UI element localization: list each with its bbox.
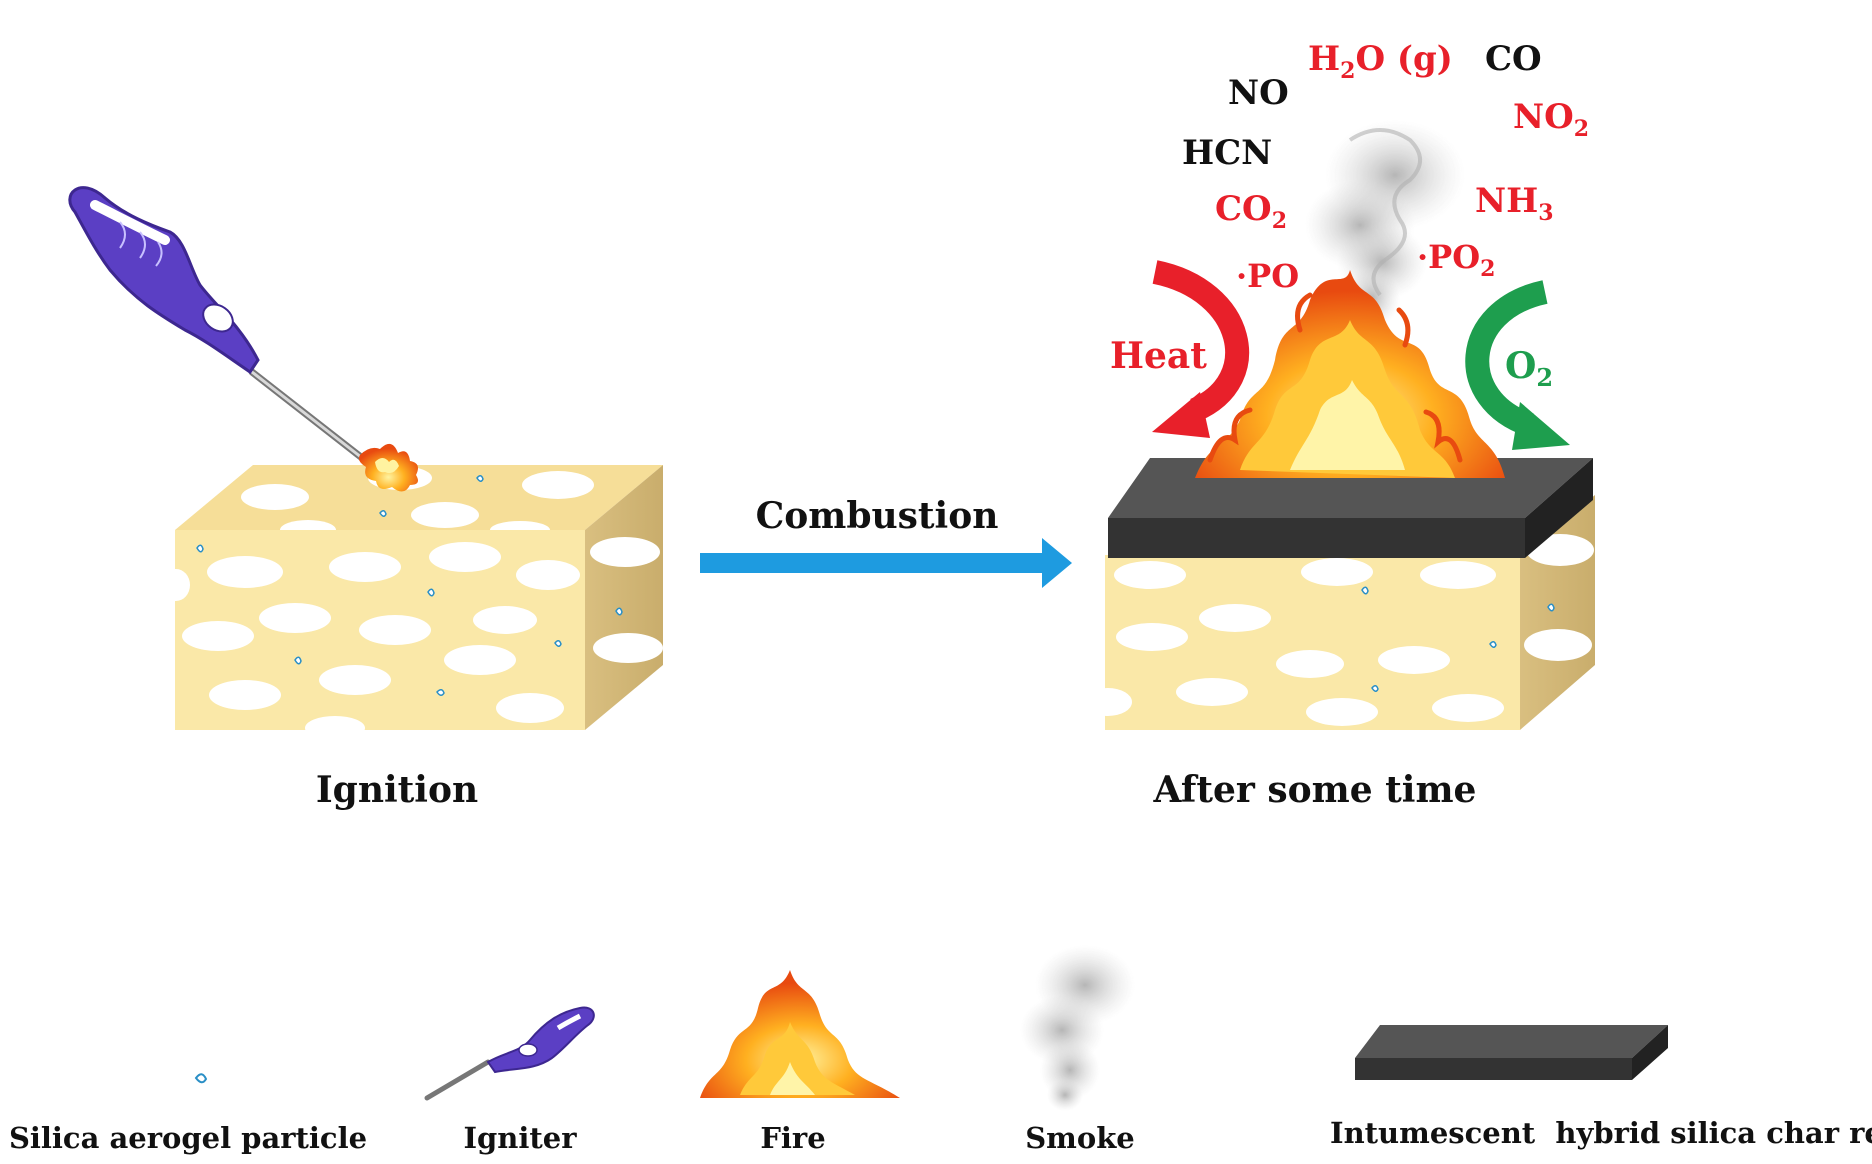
- legend-particle-label: Silica aerogel particle: [9, 1121, 367, 1155]
- combustion-label: Combustion: [756, 495, 999, 537]
- oxygen-arrow: [1465, 280, 1570, 450]
- gas-co: CO: [1485, 39, 1542, 79]
- foam-block-right: [1105, 458, 1595, 730]
- legend-smoke-icon: [1020, 945, 1135, 1111]
- gas-po2: ·PO2: [1417, 238, 1495, 282]
- legend-igniter-icon: [424, 1006, 595, 1101]
- legend-particle-icon: [194, 1073, 208, 1084]
- after-some-time-caption: After some time: [1153, 769, 1477, 811]
- gas-no: NO: [1228, 73, 1289, 113]
- legend-smoke-label: Smoke: [1025, 1121, 1135, 1155]
- legend-fire-icon: [700, 970, 900, 1098]
- gas-h2o: H2O (g): [1308, 39, 1453, 84]
- legend-igniter-label: Igniter: [463, 1121, 577, 1155]
- legend-fire-label: Fire: [760, 1121, 825, 1155]
- igniter-main: [68, 186, 418, 492]
- ignition-caption: Ignition: [316, 769, 478, 811]
- gas-co2: CO2: [1215, 189, 1287, 234]
- gas-po: ·PO: [1236, 257, 1299, 295]
- legend-char-label: Intumescent hybrid silica char residue: [1330, 1116, 1872, 1150]
- fire-main: [1195, 270, 1505, 478]
- foam-block-left: [175, 465, 663, 730]
- gas-no2: NO2: [1513, 97, 1589, 142]
- foam-side-face: [585, 465, 663, 730]
- legend: Silica aerogel particle Igniter Fire Smo…: [9, 945, 1872, 1155]
- gas-hcn: HCN: [1182, 133, 1272, 173]
- heat-arrow: [1152, 260, 1250, 438]
- combustion-arrow: [700, 538, 1072, 588]
- oxygen-label: O2: [1505, 345, 1553, 392]
- gas-nh3: NH3: [1475, 181, 1554, 226]
- heat-label: Heat: [1110, 335, 1207, 377]
- legend-char-icon: [1355, 1025, 1668, 1080]
